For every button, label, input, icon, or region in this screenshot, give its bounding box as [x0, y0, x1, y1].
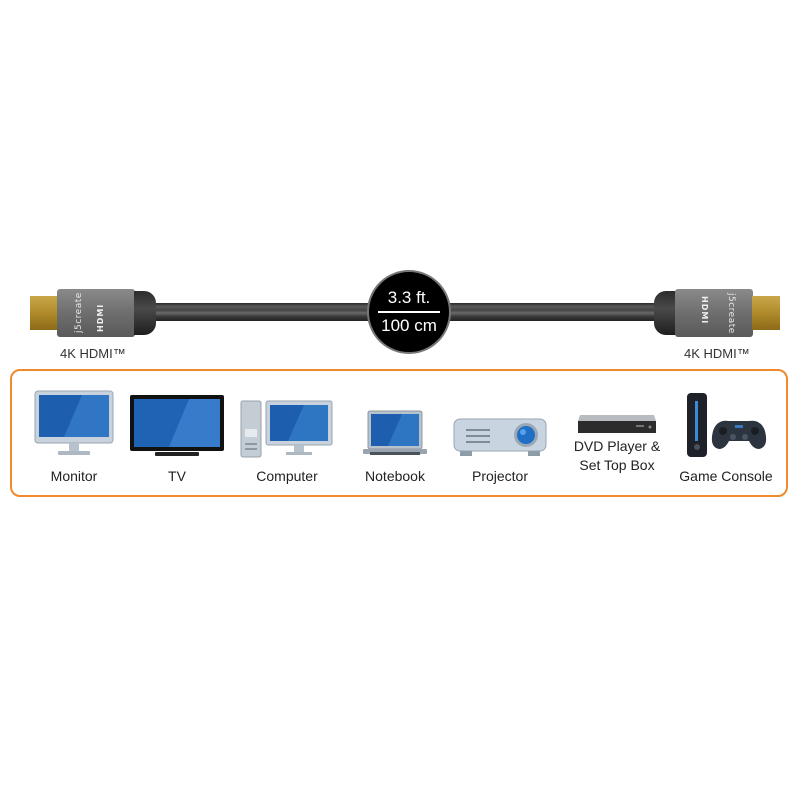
- device-label-line1: DVD Player &: [573, 438, 661, 454]
- compatible-devices-panel: Monitor TV: [10, 369, 788, 497]
- strain-relief-boot: [654, 291, 676, 335]
- dvd-player-icon: [576, 371, 658, 435]
- projector-icon: [452, 371, 548, 459]
- monitor-icon: [34, 371, 114, 459]
- length-metric: 100 cm: [381, 316, 437, 335]
- length-imperial: 3.3 ft.: [387, 288, 431, 307]
- device-label: TV: [168, 468, 186, 484]
- right-connector-label: 4K HDMI™: [684, 346, 750, 361]
- brand-logo: j5create: [74, 292, 84, 333]
- device-dvd-player: DVD Player & Set Top Box: [567, 371, 667, 495]
- right-hdmi-connector: HDMI j5create: [650, 289, 780, 337]
- device-label: Monitor: [50, 468, 98, 484]
- hdmi-logo: HDMI: [96, 303, 105, 332]
- device-computer: Computer: [240, 371, 334, 495]
- device-notebook: Notebook: [357, 371, 433, 495]
- notebook-icon: [362, 371, 428, 459]
- game-console-icon: [683, 371, 769, 459]
- tv-icon: [129, 371, 225, 459]
- device-projector: Projector: [450, 371, 550, 495]
- device-label: Game Console: [679, 468, 773, 484]
- device-monitor: Monitor: [34, 371, 114, 495]
- device-game-console: Game Console: [676, 371, 776, 495]
- device-label: Computer: [256, 468, 318, 484]
- cable-length-badge: 3.3 ft. 100 cm: [367, 270, 451, 354]
- badge-divider: [378, 311, 440, 313]
- device-label: Notebook: [365, 468, 425, 484]
- device-label: Projector: [471, 468, 529, 484]
- gold-plug-tip: [752, 296, 780, 330]
- brand-logo: j5create: [726, 293, 736, 334]
- left-hdmi-connector: j5create HDMI: [30, 289, 160, 337]
- device-label-line2: Set Top Box: [579, 457, 655, 473]
- device-tv: TV: [129, 371, 225, 495]
- device-label: DVD Player & Set Top Box: [574, 437, 660, 475]
- left-connector-label: 4K HDMI™: [60, 346, 126, 361]
- gold-plug-tip: [30, 296, 58, 330]
- strain-relief-boot: [134, 291, 156, 335]
- connector-shell: [675, 289, 753, 337]
- connector-shell: [57, 289, 135, 337]
- hdmi-logo: HDMI: [700, 296, 709, 325]
- computer-icon: [240, 371, 334, 459]
